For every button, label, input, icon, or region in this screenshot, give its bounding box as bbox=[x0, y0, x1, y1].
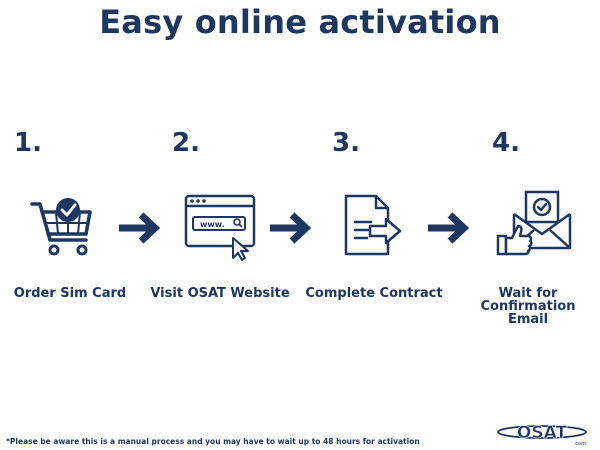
step-3-number: 3. bbox=[332, 128, 360, 158]
logo-suffix: .com bbox=[574, 441, 586, 447]
arrow-right-icon bbox=[270, 212, 312, 244]
www-text: www. bbox=[200, 220, 225, 229]
shopping-cart-check-icon bbox=[30, 198, 92, 256]
email-thumbs-up-icon bbox=[496, 190, 572, 256]
step-2-label: Visit OSAT Website bbox=[150, 286, 290, 301]
arrow-right-icon bbox=[428, 212, 470, 244]
step-2-number: 2. bbox=[172, 128, 200, 158]
activation-footnote: *Please be aware this is a manual proces… bbox=[6, 437, 420, 446]
step-3-label: Complete Contract bbox=[305, 286, 443, 301]
page-title: Easy online activation bbox=[99, 3, 501, 41]
osat-logo: OSAT .com bbox=[497, 423, 587, 447]
document-arrow-icon bbox=[344, 194, 402, 256]
logo-text: OSAT bbox=[517, 423, 568, 443]
browser-www-icon: www. bbox=[184, 194, 256, 261]
step-4-label: Wait for Confirmation Email bbox=[480, 286, 576, 327]
step-1-label: Order Sim Card bbox=[13, 286, 127, 301]
step-4-number: 4. bbox=[492, 128, 520, 158]
step-1-number: 1. bbox=[14, 128, 42, 158]
arrow-right-icon bbox=[119, 212, 161, 244]
